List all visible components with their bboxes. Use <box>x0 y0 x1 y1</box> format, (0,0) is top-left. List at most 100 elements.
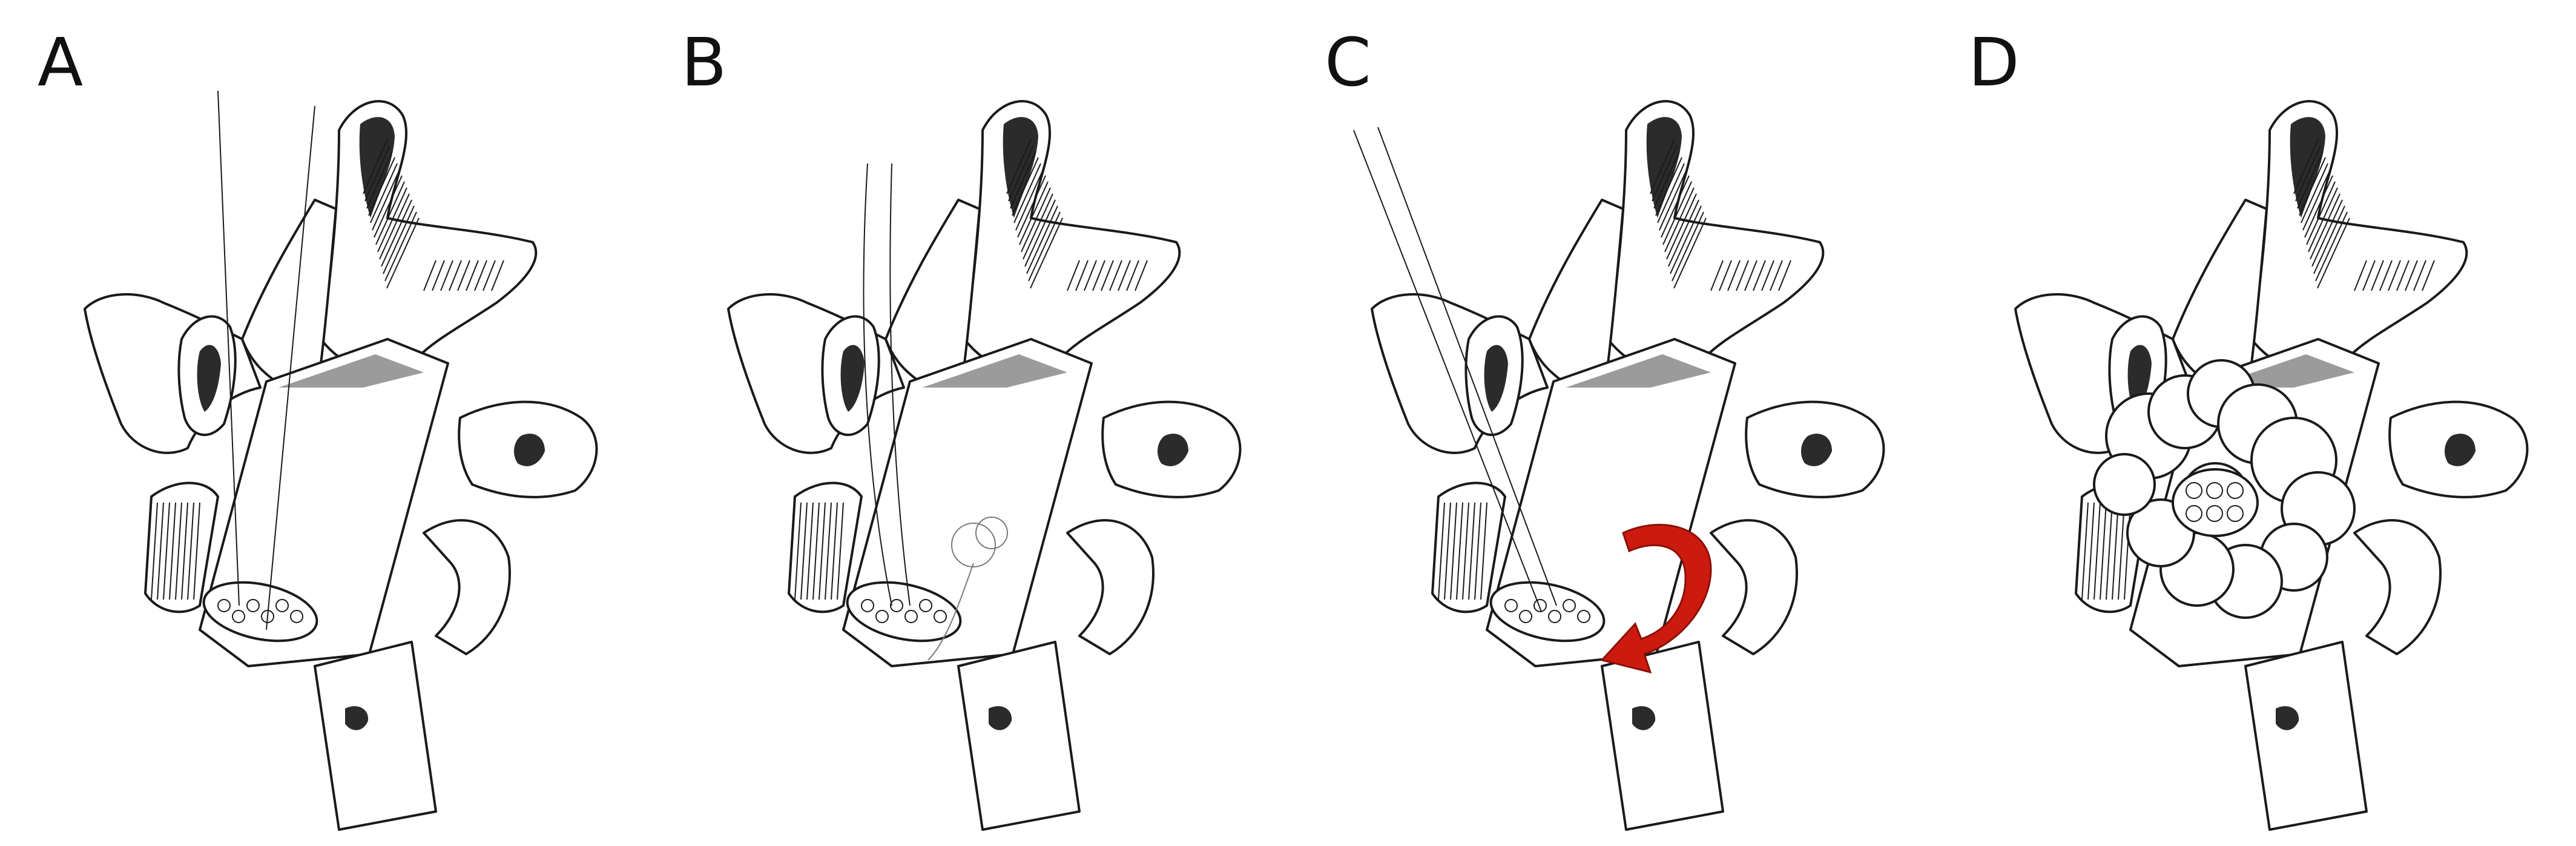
hatch-line <box>2310 193 2340 260</box>
hatch-line <box>363 139 388 194</box>
nerve-fascicle <box>1519 610 1532 623</box>
nerve-fascicle <box>1563 599 1576 612</box>
hatch-line <box>2405 260 2418 291</box>
hatch-line <box>384 211 417 282</box>
suture-strand <box>863 163 892 606</box>
hatch-line <box>163 502 170 600</box>
right-process-shadow <box>1800 434 1832 466</box>
hatch-line <box>175 502 182 600</box>
panel-label-d: D <box>1968 24 2020 101</box>
hatch-line <box>440 260 453 291</box>
hatch-line <box>368 157 395 216</box>
nerve-fascicle <box>2186 505 2202 522</box>
hatch-line <box>1662 181 1692 245</box>
hatch-line <box>1719 260 1732 291</box>
hatch-line <box>372 169 400 231</box>
hatch-line <box>432 260 445 291</box>
nerve-fascicle <box>2206 505 2223 522</box>
panel-label-c: C <box>1325 24 1371 101</box>
hatch-line <box>1480 502 1487 600</box>
hatch-line <box>449 260 462 291</box>
hatch-line <box>1450 502 1457 600</box>
hatch-line <box>1736 260 1749 291</box>
nerve-fascicle <box>2186 482 2202 499</box>
hatch-line <box>1021 187 1051 253</box>
vertebra-illustration-a <box>84 90 598 831</box>
hatch-line <box>2354 260 2367 291</box>
hatch-line <box>1438 502 1445 600</box>
nerve-fascicle <box>919 599 932 612</box>
hatch-line <box>1761 260 1774 291</box>
hatch-line <box>2293 139 2319 194</box>
hatch-line <box>1109 260 1122 291</box>
hatch-line <box>1727 260 1741 291</box>
panel-d: D <box>1931 0 2574 846</box>
hatch-line <box>193 502 200 600</box>
hatch-line <box>187 502 194 600</box>
nerve-fascicle <box>875 610 889 623</box>
hatch-line <box>1650 139 1675 194</box>
disc-left <box>1431 481 1506 613</box>
hatch-line <box>1008 145 1034 202</box>
hatch-line <box>1126 260 1139 291</box>
hatch-line <box>831 502 838 600</box>
hatch-line <box>2301 163 2328 223</box>
nerve-fascicle <box>904 610 918 623</box>
panel-label-b: B <box>681 24 727 101</box>
nerve-fascicle <box>246 599 260 612</box>
nerve-fascicle <box>217 599 231 612</box>
hatch-line <box>379 193 410 260</box>
hatch-line <box>466 260 479 291</box>
hatch-line <box>1468 502 1475 600</box>
hatch-line <box>1023 193 1053 260</box>
hatch-line <box>2112 502 2119 600</box>
cord-cross-section <box>2172 468 2259 537</box>
panel-a: A <box>0 0 644 846</box>
hatching <box>1438 139 1791 600</box>
hatch-line <box>2306 181 2336 245</box>
hatch-line <box>364 145 390 202</box>
hatch-line <box>169 502 176 600</box>
nerve-fascicle <box>1548 610 1561 623</box>
hatch-line <box>366 151 393 209</box>
body-shadow <box>1566 354 1711 388</box>
hatch-line <box>1075 260 1089 291</box>
hatch-line <box>474 260 487 291</box>
hatch-line <box>800 502 808 600</box>
hatch-line <box>812 502 820 600</box>
cord-cross-section <box>846 581 962 643</box>
cord-cross-section <box>202 581 318 643</box>
body-shadow <box>278 354 424 388</box>
marrow-spot <box>1632 706 1656 730</box>
marrow-spot <box>345 706 369 730</box>
hatch-line <box>1670 205 1702 274</box>
hatch-line <box>2302 169 2331 231</box>
hatch-line <box>374 175 403 238</box>
hatch-line <box>825 502 832 600</box>
hatch-line <box>1474 502 1481 600</box>
hatch-line <box>1118 260 1131 291</box>
vertebra-base <box>727 100 1242 831</box>
hatch-line <box>1657 163 1685 223</box>
left-facet-shadow <box>840 345 865 412</box>
hatch-line <box>2422 260 2435 291</box>
nerve-fascicle <box>2206 482 2223 499</box>
hatch-line <box>1067 260 1080 291</box>
nerve-sheath <box>1710 519 1798 655</box>
hatch-line <box>1744 260 1757 291</box>
hatch-line <box>1084 260 1097 291</box>
hatch-line <box>1019 181 1049 245</box>
body-shadow <box>922 354 1067 388</box>
hatch-line <box>2379 260 2393 291</box>
hatch-line <box>2106 502 2113 600</box>
lamina <box>1528 199 1624 389</box>
hatch-line <box>1028 211 1061 282</box>
suture-strand <box>889 163 911 606</box>
hatch-line <box>2371 260 2384 291</box>
hatch-line <box>181 502 188 600</box>
hatch-line <box>2295 145 2321 202</box>
right-process-shadow <box>2444 434 2476 466</box>
hatch-line <box>2311 199 2343 267</box>
lower-column <box>2244 641 2368 831</box>
hatch-line <box>1092 260 1105 291</box>
